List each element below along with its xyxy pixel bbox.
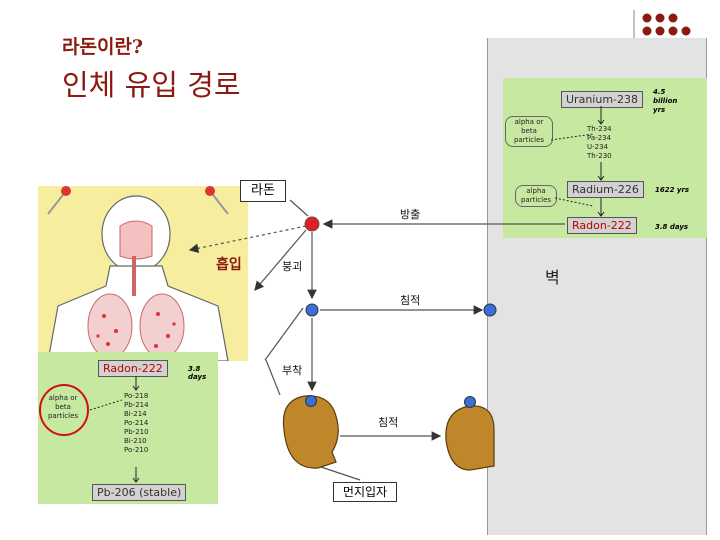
radon-chain-list: Po-218 Pb-214 Bi-214 Po-214 Pb-210 Bi-21… [124,392,149,454]
radium-halflife: 1622 yrs [655,186,690,194]
radium-label: Radium-226 [567,181,644,198]
lead-stable-label: Pb-206 (stable) [92,484,187,501]
radon-halflife: 3.8 days [655,223,689,231]
radon-label: 라돈 [240,180,286,202]
radon-chain-alpha-beta: alpha or beta particles [47,394,79,420]
radon-chain-halflife: 3.8 days [188,365,207,381]
uranium-label: Uranium-238 [561,91,643,108]
human-body-figure [38,186,248,362]
wall-label: 벽 [545,268,560,287]
attached-progeny-atom [305,395,317,407]
dust-particle-label: 먼지입자 [333,482,397,502]
body-illustration [47,186,229,362]
decay-label: 붕괴 [282,260,303,273]
deposited-progeny-atom [464,396,476,408]
radon-chain-arrows [39,376,140,483]
progeny-atom-wall [483,303,497,317]
attachment-label: 부착 [282,364,303,377]
radon-222-label: Radon-222 [567,217,637,234]
emission-label: 방출 [400,208,421,221]
deposition-label: 침적 [400,294,421,307]
inhalation-label: 흡입 [216,257,242,273]
uranium-halflife: 4.5 billion yrs [653,88,678,114]
alpha-particles: alpha particles [515,185,557,207]
slide-subtitle: 라돈이란? [62,36,144,58]
radon-chain-radon-label: Radon-222 [98,360,168,377]
deposition-label-2: 침적 [378,416,399,429]
alpha-beta-particles: alpha or beta particles [505,116,553,147]
progeny-atom-free [305,303,319,317]
dust-particle-right [445,405,495,471]
radon-decay-box: Radon-222 3.8 days alpha or beta particl… [38,352,218,504]
radon-atom [304,216,320,232]
slide-title: 인체 유입 경로 [62,68,241,102]
uranium-decay-box: Uranium-238 4.5 billion yrs alpha or bet… [503,78,707,238]
dust-particle-left [282,395,339,469]
uranium-chain-arrows [550,106,605,217]
uranium-chain-list: Th-234 Pa-234 U-234 Th-230 [587,125,612,160]
